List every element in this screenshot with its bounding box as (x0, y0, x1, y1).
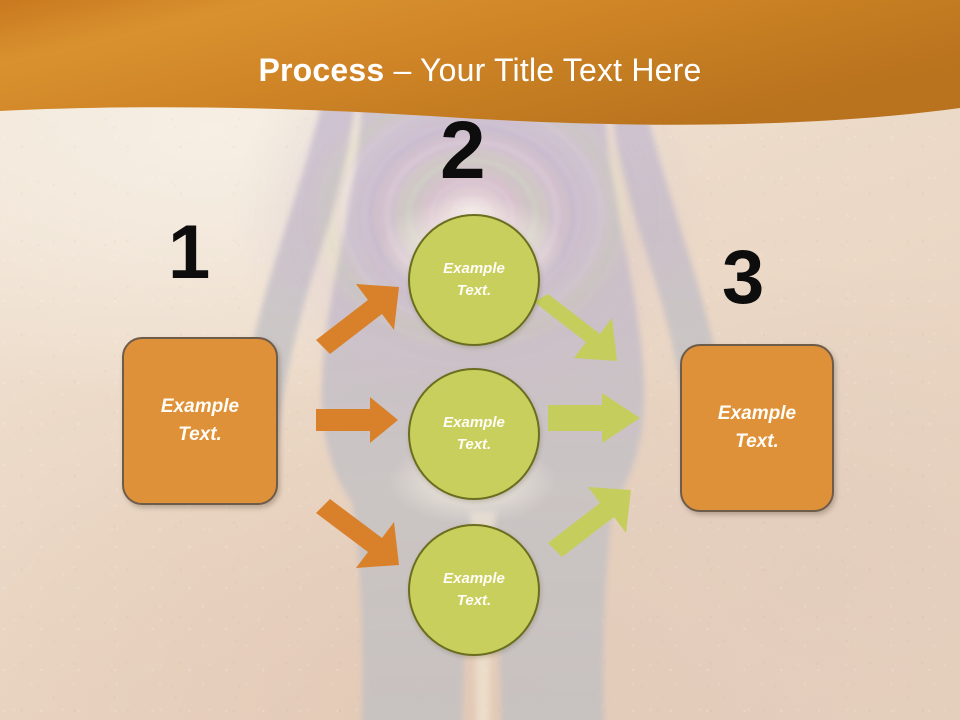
step-number-2: 2 (440, 105, 486, 196)
header-banner (0, 0, 960, 145)
process-box-left-line1: Example (160, 396, 240, 418)
process-box-left-line2: Text. (178, 424, 222, 445)
process-box-right-line2: Text. (735, 431, 779, 452)
process-circle-middle-line1: Example (443, 413, 505, 431)
process-circle-top-line1: Example (443, 259, 505, 277)
page-title-separator: – (384, 52, 421, 88)
page-title: Process – Your Title Text Here (0, 52, 960, 89)
process-circle-bottom-line2: Text. (456, 592, 492, 609)
process-box-right[interactable]: Example Text. (680, 344, 834, 512)
process-circle-top[interactable]: Example Text. (408, 214, 540, 346)
page-title-rest: Your Title Text Here (420, 52, 702, 88)
process-circle-bottom-line1: Example (443, 569, 505, 587)
process-box-left[interactable]: Example Text. (122, 337, 278, 505)
step-number-3: 3 (722, 235, 765, 320)
page-title-bold: Process (258, 52, 385, 88)
step-number-1: 1 (168, 210, 211, 295)
process-circle-bottom[interactable]: Example Text. (408, 524, 540, 656)
process-circle-top-line2: Text. (456, 282, 492, 299)
process-circle-middle[interactable]: Example Text. (408, 368, 540, 500)
process-box-right-line1: Example (717, 403, 797, 425)
process-circle-middle-line2: Text. (456, 436, 492, 453)
